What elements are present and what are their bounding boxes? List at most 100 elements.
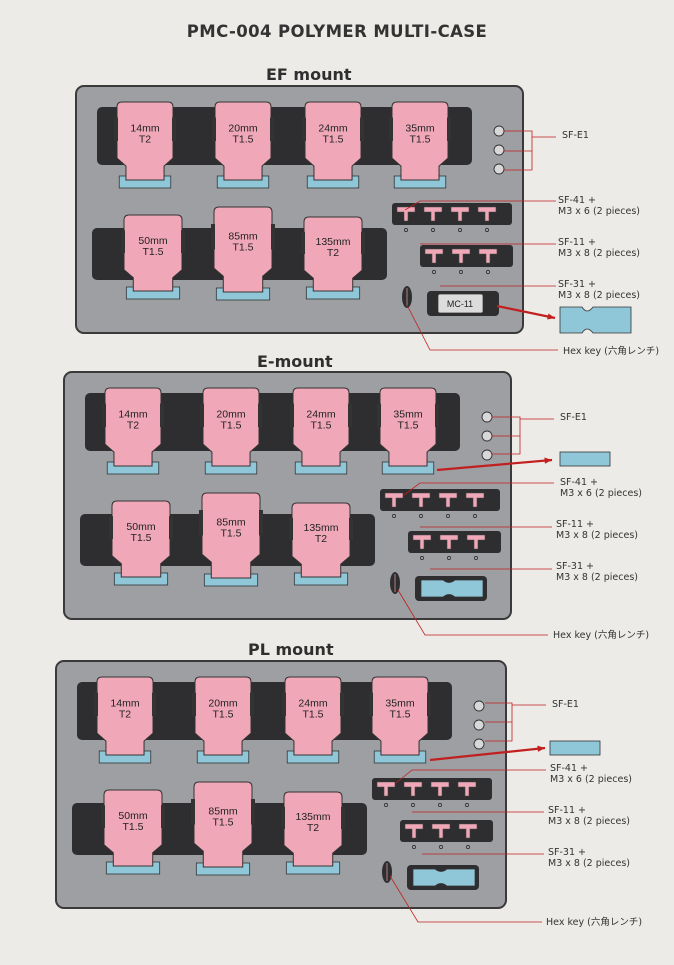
e-lens-1 xyxy=(202,387,260,467)
pl-sf11-part xyxy=(458,823,478,839)
e-lens-tstop-3: T1.5 xyxy=(397,420,418,432)
ef-lens-notch xyxy=(361,231,365,254)
pl-lens-notch xyxy=(281,806,285,829)
e-sf11-part xyxy=(439,534,459,550)
e-lens-tstop-5: T1.5 xyxy=(220,527,241,539)
ef-lens-notch xyxy=(271,224,275,250)
ef-sf41-part xyxy=(477,206,497,222)
ef-lens-notch xyxy=(181,230,185,253)
ef-lens-focal-2: 24mm xyxy=(318,123,347,135)
pl-lens-focal-6: 135mm xyxy=(295,811,330,823)
ef-lens-5 xyxy=(213,206,273,293)
ef-lens-notch xyxy=(270,117,274,141)
e-lens-tstop-4: T1.5 xyxy=(130,532,151,544)
e-lens-notch xyxy=(259,510,263,536)
pl-blue-part xyxy=(412,868,476,887)
ef-lens-focal-6: 135mm xyxy=(315,236,350,248)
ef-lens-notch xyxy=(360,117,364,141)
pl-lens-notch xyxy=(161,805,165,828)
e-hex-key-callout xyxy=(397,589,548,636)
pl-lens-4 xyxy=(103,789,163,867)
ef-sf11-part xyxy=(424,248,444,264)
pl-lens-focal-2: 24mm xyxy=(298,698,327,710)
e-lens-notch xyxy=(160,403,164,427)
pl-lens-tstop-6: T2 xyxy=(307,822,319,834)
pl-lens-tstop-5: T1.5 xyxy=(212,816,233,828)
e-sf11-part xyxy=(466,534,486,550)
pl-sf-e1-slot xyxy=(473,738,485,750)
pl-lens-notch xyxy=(369,692,373,716)
ef-sf41-callout xyxy=(404,200,556,211)
pl-lens-6 xyxy=(283,791,343,867)
ef-lens-tstop-6: T2 xyxy=(327,247,339,259)
pl-sf41-screw xyxy=(384,803,388,807)
pl-sf-e1-slot xyxy=(473,719,485,731)
e-lens-focal-4: 50mm xyxy=(126,521,155,533)
ef-lens-notch xyxy=(211,224,215,250)
e-lens-notch xyxy=(349,517,353,540)
pl-sf41-cutout xyxy=(372,778,492,800)
e-lens-notch xyxy=(169,516,173,539)
ef-sf41-cutout xyxy=(392,203,512,225)
ef-lens-notch xyxy=(172,117,176,141)
e-sf41-screw xyxy=(473,514,477,518)
ef-sf41-part xyxy=(450,206,470,222)
pl-lens-notch xyxy=(340,692,344,716)
e-sf41-part xyxy=(384,492,404,508)
ef-sf41-part xyxy=(396,206,416,222)
e-lens-notch xyxy=(200,403,204,427)
e-lens-focal-6: 135mm xyxy=(303,522,338,534)
pl-lens-1 xyxy=(194,676,252,756)
label-sf41-e: SF-41 +M3 x 6 (2 pieces) xyxy=(560,477,642,499)
ef-sf41-screw xyxy=(485,228,489,232)
heading-ef-mount: EF mount xyxy=(266,65,352,84)
ef-lens-notch xyxy=(121,230,125,253)
e-lens-notch xyxy=(199,510,203,536)
ef-sf11-screw xyxy=(486,270,490,274)
ef-lens-notch xyxy=(114,117,118,141)
ef-lens-notch xyxy=(301,231,305,254)
ef-sf41-part xyxy=(423,206,443,222)
pl-lens-focal-0: 14mm xyxy=(110,698,139,710)
ef-hex-key-callout xyxy=(406,304,558,351)
label-sf-e1-pl: SF-E1 xyxy=(552,699,579,710)
e-lens-6 xyxy=(291,502,351,578)
ef-sf-e1-slot xyxy=(493,125,505,137)
ef-sf-e1-callout xyxy=(504,130,533,171)
pl-sf41-callout xyxy=(395,769,546,784)
ef-sf11-part xyxy=(451,248,471,264)
e-sf11-screw xyxy=(447,556,451,560)
pl-sf11-part xyxy=(404,823,424,839)
pl-lens-tstop-3: T1.5 xyxy=(389,709,410,721)
pl-sf41-part xyxy=(430,781,450,797)
e-sf41-screw xyxy=(446,514,450,518)
pl-sf-e1-slot xyxy=(473,700,485,712)
ef-lens-4 xyxy=(123,214,183,292)
label-hex-key-pl: Hex key (六角レンチ) xyxy=(546,917,643,928)
pl-lens-notch xyxy=(94,692,98,716)
e-lens-2 xyxy=(292,387,350,467)
ef-sf11-screw xyxy=(459,270,463,274)
ef-lens-focal-4: 50mm xyxy=(138,235,167,247)
pl-lens-2 xyxy=(284,676,342,756)
e-lens-focal-3: 35mm xyxy=(393,409,422,421)
e-lens-tstop-2: T1.5 xyxy=(310,420,331,432)
e-sf-e1-arrow-head xyxy=(544,457,552,464)
pl-sf-e1-arrow-head xyxy=(537,745,545,752)
e-lens-tstop-1: T1.5 xyxy=(220,420,241,432)
pl-lens-5 xyxy=(193,781,253,868)
ef-lens-6 xyxy=(303,216,363,292)
ef-sf41-screw xyxy=(404,228,408,232)
pl-lens-notch xyxy=(250,692,254,716)
ef-lens-tstop-0: T2 xyxy=(139,134,151,146)
e-lens-notch xyxy=(290,403,294,427)
e-lens-notch xyxy=(289,517,293,540)
pl-sf11-part xyxy=(431,823,451,839)
pl-sf41-part xyxy=(403,781,423,797)
label-sf11-e: SF-11 +M3 x 8 (2 pieces) xyxy=(556,519,638,541)
heading-pl-mount: PL mount xyxy=(248,640,334,659)
ef-sf-e1-slot xyxy=(493,144,505,156)
pl-lens-notch xyxy=(282,692,286,716)
e-lens-focal-2: 24mm xyxy=(306,409,335,421)
e-lens-tstop-6: T2 xyxy=(315,533,327,545)
